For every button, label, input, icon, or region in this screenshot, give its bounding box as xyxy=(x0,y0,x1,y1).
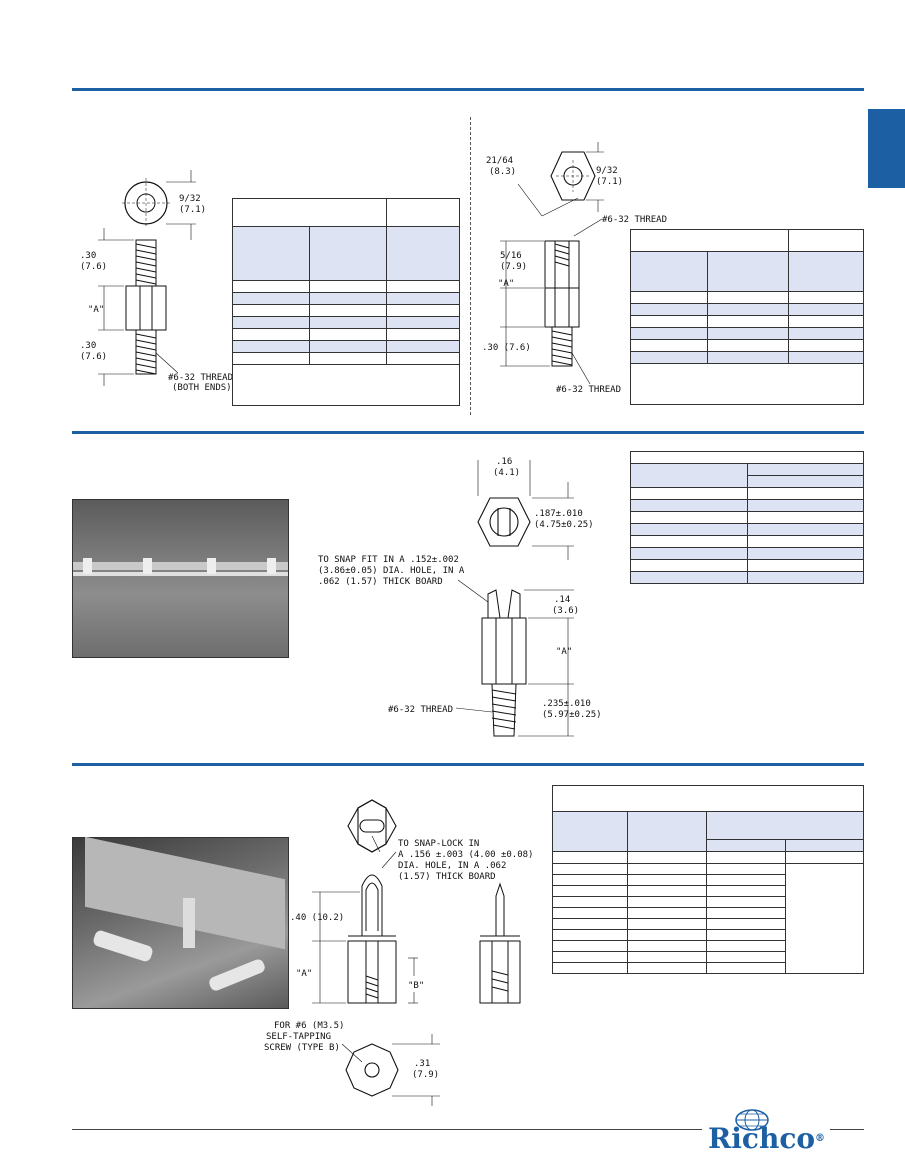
spec-table-4 xyxy=(552,785,864,974)
footer-rule-left xyxy=(72,1129,702,1130)
dimension-label: (7.6) xyxy=(80,262,107,272)
dimension-label: (7.1) xyxy=(179,205,206,215)
dimension-label: (7.9) xyxy=(412,1070,439,1080)
dimension-label: .30 xyxy=(80,251,96,261)
brand-logo: Richco® xyxy=(708,1124,825,1154)
dimension-label: "A" xyxy=(296,969,312,979)
dimension-label: A .156 ±.003 (4.00 ±0.08) xyxy=(398,850,533,860)
snap-standoff-drawing: .16 (4.1) .187±.010 (4.75±0.25) TO SNAP … xyxy=(318,457,602,737)
dimension-label: (4.1) xyxy=(493,468,520,478)
column-divider xyxy=(470,117,471,415)
dimension-label: #6-32 THREAD xyxy=(388,705,453,715)
standoff-drawing-double-thread: 9/32 (7.1) .30 (7.6) "A" .30 (7.6) #6-32… xyxy=(80,170,233,393)
dimension-label: TO SNAP-LOCK IN xyxy=(398,839,479,849)
dimension-label: .30 xyxy=(80,341,96,351)
dimension-label: (8.3) xyxy=(489,167,516,177)
section-tab-marker xyxy=(868,109,905,188)
dimension-label: (7.1) xyxy=(596,177,623,187)
dimension-label: (BOTH ENDS) xyxy=(172,383,232,393)
dimension-label: (4.75±0.25) xyxy=(534,520,594,530)
dimension-label: .16 xyxy=(496,457,512,467)
section-rule-2 xyxy=(72,431,864,434)
spec-table-1 xyxy=(232,198,460,406)
dimension-label: #6-32 THREAD xyxy=(602,215,667,225)
footer-rule-right xyxy=(830,1129,864,1130)
dimension-label: (1.57) THICK BOARD xyxy=(398,872,496,882)
dimension-label: .14 xyxy=(554,595,570,605)
dimension-label: (5.97±0.25) xyxy=(542,710,602,720)
dimension-label: "A" xyxy=(556,647,572,657)
dimension-label: "A" xyxy=(88,305,104,315)
dimension-label: DIA. HOLE, IN A .062 xyxy=(398,861,506,871)
dimension-label: 21/64 xyxy=(486,156,513,166)
dimension-label: "A" xyxy=(498,279,514,289)
dimension-label: #6-32 THREAD xyxy=(556,385,621,395)
snap-lock-support-drawing: TO SNAP-LOCK IN A .156 ±.003 (4.00 ±0.08… xyxy=(264,799,533,1106)
dimension-label: SCREW (TYPE B) xyxy=(264,1043,340,1053)
dimension-label: (3.6) xyxy=(552,606,579,616)
product-photo-snap-lock-supports xyxy=(72,836,289,1009)
section-rule-3 xyxy=(72,763,864,766)
standoff-drawing-female-male: 21/64 (8.3) 9/32 (7.1) #6-32 THREAD 5/16… xyxy=(482,142,667,395)
dimension-label: TO SNAP FIT IN A .152±.002 xyxy=(318,555,459,565)
dimension-label: .31 xyxy=(414,1059,430,1069)
spec-table-2 xyxy=(630,229,864,405)
dimension-label: .062 (1.57) THICK BOARD xyxy=(318,577,443,587)
product-photo-snap-standoffs xyxy=(72,499,289,658)
brand-name: Richco xyxy=(708,1122,816,1155)
dimension-label: .187±.010 xyxy=(534,509,583,519)
dimension-label: "B" xyxy=(408,981,424,991)
spec-table-3 xyxy=(630,451,864,584)
dimension-label: .40 (10.2) xyxy=(290,913,344,923)
dimension-label: #6-32 THREAD xyxy=(168,373,233,383)
dimension-label: (7.6) xyxy=(80,352,107,362)
dim-top: 9/32 xyxy=(179,194,201,204)
brand-registered-mark: ® xyxy=(815,1133,826,1144)
dimension-label: 5/16 xyxy=(500,251,522,261)
dimension-label: .30 (7.6) xyxy=(482,343,531,353)
dimension-label: .235±.010 xyxy=(542,699,591,709)
dimension-label: FOR #6 (M3.5) xyxy=(274,1021,344,1031)
globe-logo-icon xyxy=(735,1109,769,1131)
dimension-label: (7.9) xyxy=(500,262,527,272)
dimension-label: (3.86±0.05) DIA. HOLE, IN A xyxy=(318,566,465,576)
dimension-label: SELF-TAPPING xyxy=(266,1032,331,1042)
dimension-label: 9/32 xyxy=(596,166,618,176)
section-rule-top xyxy=(72,88,864,91)
